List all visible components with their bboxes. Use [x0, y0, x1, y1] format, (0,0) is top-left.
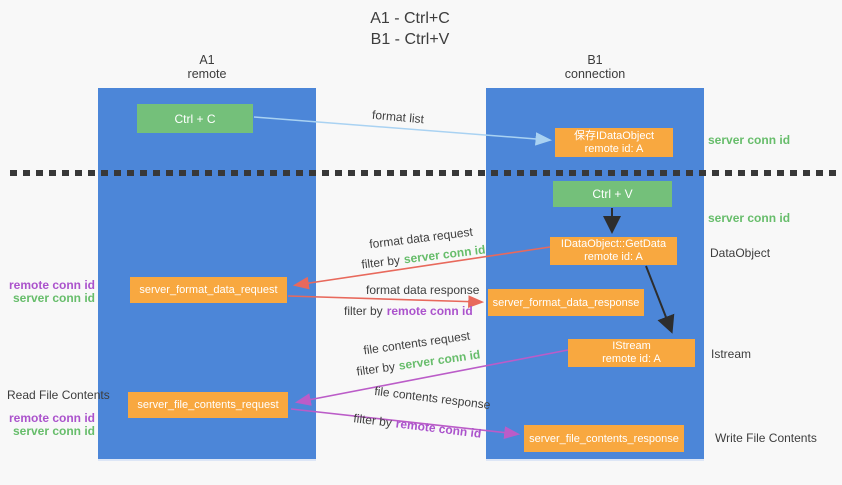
- server-format-data-request-box: server_format_data_request: [130, 277, 287, 303]
- left-server-conn-id-label-2: server conn id: [12, 424, 95, 438]
- right-server-conn-id-label-2: server conn id: [708, 211, 791, 225]
- file-contents-request-arrow: [294, 349, 569, 406]
- istream-label: Istream: [711, 347, 752, 361]
- istream-box: IStream remote id: A: [568, 339, 695, 367]
- getdata-line1: IDataObject::GetData: [560, 238, 667, 250]
- istream-line1: IStream: [612, 340, 651, 352]
- save-dataobject-line1: 保存IDataObject: [573, 129, 655, 142]
- file-contents-response-arrow: [290, 408, 521, 439]
- title-line-1: A1 - Ctrl+C: [370, 10, 450, 27]
- filter-by-text: filter by: [344, 304, 383, 318]
- column-b1-name: B1: [587, 53, 603, 67]
- column-a1-name: A1: [199, 53, 215, 67]
- save-dataobject-box: 保存IDataObject remote id: A: [555, 128, 673, 157]
- diagram-title: A1 - Ctrl+C B1 - Ctrl+V: [310, 8, 510, 50]
- read-file-contents-label: Read File Contents: [7, 388, 110, 402]
- left-server-conn-id-label: server conn id: [12, 291, 95, 305]
- save-dataobject-line2: remote id: A: [584, 142, 644, 155]
- column-b1-role: connection: [564, 67, 626, 81]
- server-file-contents-request-box: server_file_contents_request: [128, 392, 288, 418]
- ctrl-c-box: Ctrl + C: [137, 104, 253, 133]
- format-data-response-label: format data response: [366, 283, 480, 297]
- getdata-line2: remote id: A: [584, 251, 643, 263]
- idataobject-getdata-box: IDataObject::GetData remote id: A: [550, 237, 677, 265]
- write-file-contents-label: Write File Contents: [715, 431, 817, 445]
- format-data-request-arrow: [292, 246, 551, 290]
- column-a1-role: remote: [187, 67, 227, 81]
- istream-line2: remote id: A: [602, 353, 661, 365]
- remote-conn-id-text: remote conn id: [386, 304, 473, 318]
- dataobject-label: DataObject: [710, 246, 771, 260]
- left-remote-conn-id-label-2: remote conn id: [8, 411, 95, 425]
- server-format-data-response-box: server_format_data_response: [488, 289, 644, 316]
- title-line-2: B1 - Ctrl+V: [370, 31, 450, 48]
- ctrl-v-box: Ctrl + V: [553, 181, 672, 207]
- format-list-arrow: [253, 116, 552, 146]
- server-file-contents-response-box: server_file_contents_response: [524, 425, 684, 452]
- format-data-response-arrow: [287, 295, 485, 308]
- right-server-conn-id-label: server conn id: [708, 133, 791, 147]
- left-remote-conn-id-label: remote conn id: [8, 278, 95, 292]
- column-header-b1: B1 connection: [486, 53, 704, 81]
- getdata-to-istream-arrow: [645, 265, 675, 334]
- column-header-a1: A1 remote: [98, 53, 316, 81]
